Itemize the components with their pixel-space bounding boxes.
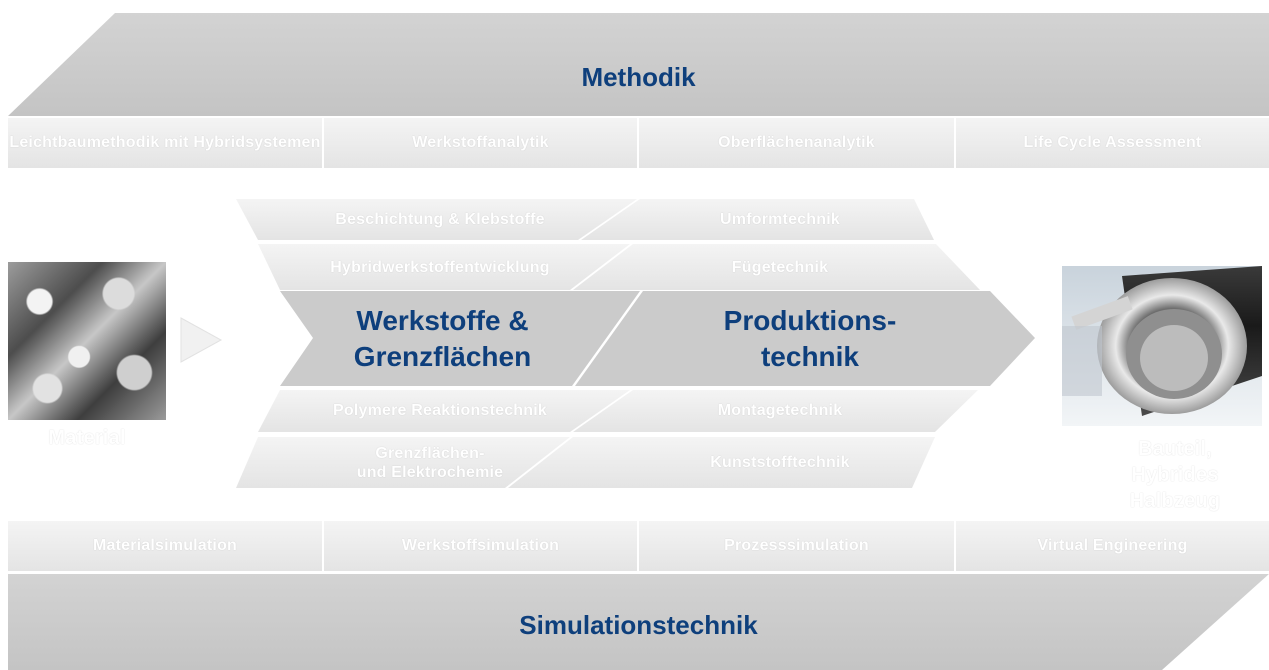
left-row-shape-4 xyxy=(236,437,570,488)
right-row-shape-1 xyxy=(581,199,934,240)
simulation-band-shape xyxy=(8,574,1269,670)
top-cell-shape-3 xyxy=(639,118,954,168)
top-cell-4: Life Cycle Assessment xyxy=(1023,134,1202,151)
bottom-cell-1: Materialsimulation xyxy=(92,537,238,554)
right-row-shape-4 xyxy=(508,437,935,488)
left-row-shape-3 xyxy=(258,390,630,432)
left-row-shape-1 xyxy=(236,199,637,240)
right-row-shape-3 xyxy=(573,390,978,432)
produktionstechnik-title: Produktions- technik xyxy=(723,305,897,372)
bottom-cell-shape-4 xyxy=(956,521,1269,571)
main-chevron-left xyxy=(280,291,640,386)
top-cell-3: Oberflächenanalytik xyxy=(718,134,875,151)
top-cell-1: Leichtbaumethodik mit Hybridsystemen xyxy=(9,134,321,151)
hybrid-component-image xyxy=(1062,266,1262,426)
methodik-title: Methodik xyxy=(581,61,696,92)
methodik-band-shape xyxy=(8,13,1269,116)
top-cell-shape-1 xyxy=(8,118,322,168)
right-row-shape-2 xyxy=(573,244,980,290)
left-row-1: Beschichtung & Klebstoffe xyxy=(335,210,545,228)
main-chevron-right xyxy=(575,291,1035,386)
simulationstechnik-title: Simulationstechnik xyxy=(519,609,758,640)
left-row-shape-2 xyxy=(258,244,630,290)
bottom-cell-shape-1 xyxy=(8,521,322,571)
right-row-3: Montagetechnik xyxy=(717,402,843,419)
output-label: Bauteil, Hybrides Halbzeug xyxy=(1129,438,1221,512)
material-label: Material xyxy=(48,426,126,449)
right-row-2: Fügetechnik xyxy=(731,259,829,276)
top-cell-shape-2 xyxy=(324,118,637,168)
input-arrow-shape xyxy=(180,317,223,363)
bottom-cell-shape-3 xyxy=(639,521,954,571)
werkstoffe-grenzflaechen-title: Werkstoffe & Grenzflächen xyxy=(353,305,532,372)
left-row-2: Hybridwerkstoffentwicklung xyxy=(330,259,550,276)
bottom-cell-3: Prozesssimulation xyxy=(724,537,869,554)
bottom-cell-2: Werkstoffsimulation xyxy=(401,537,560,554)
left-row-3: Polymere Reaktionstechnik xyxy=(333,402,547,419)
right-row-1: Umformtechnik xyxy=(720,210,840,228)
bottom-cell-shape-2 xyxy=(324,521,637,571)
right-row-4: Kunststofftechnik xyxy=(710,453,850,471)
top-cell-shape-4 xyxy=(956,118,1269,168)
top-cell-2: Werkstoffanalytik xyxy=(412,134,549,151)
bottom-cell-4: Virtual Engineering xyxy=(1037,537,1188,554)
material-scrap-image xyxy=(8,262,166,420)
left-row-4: Grenzflächen- und Elektrochemie xyxy=(356,444,504,481)
